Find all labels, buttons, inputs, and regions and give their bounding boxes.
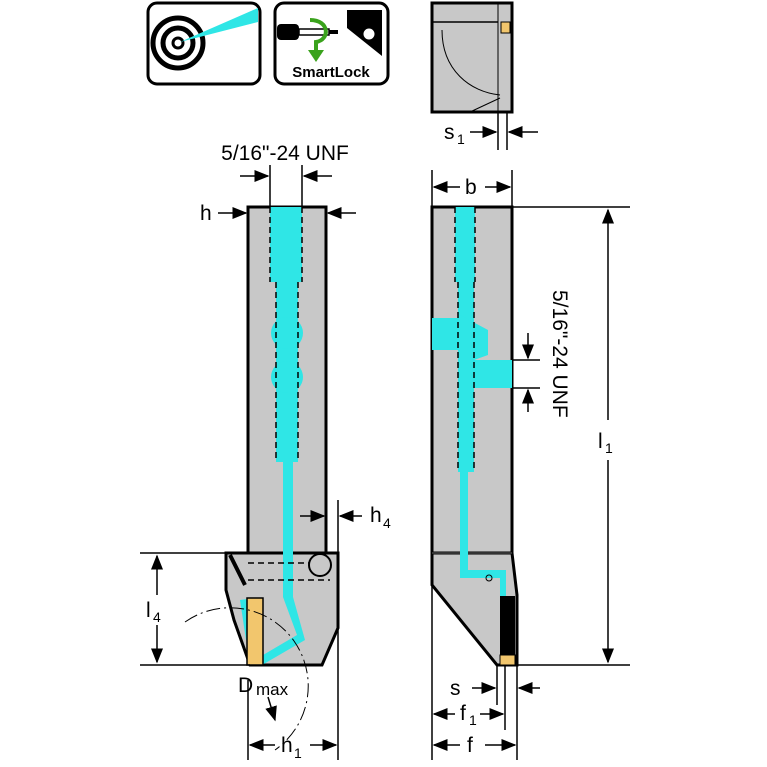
f-label: f	[467, 734, 473, 757]
l4-subscript: 4	[153, 609, 161, 625]
l1-label: l	[598, 430, 603, 453]
h1-subscript: 1	[294, 745, 302, 761]
h-label: h	[200, 202, 212, 225]
thread-spec-front: 5/16"-24 UNF	[548, 290, 571, 418]
front-view	[430, 205, 519, 667]
coolant-icon	[146, 1, 262, 86]
smartlock-label: SmartLock	[292, 64, 370, 81]
top-view	[430, 1, 514, 114]
s-label: s	[450, 677, 461, 700]
s1-label: s	[444, 121, 455, 144]
dmax-subscript: max	[256, 680, 289, 699]
f1-subscript: 1	[469, 712, 477, 728]
thread-spec-side: 5/16"-24 UNF	[221, 142, 349, 165]
s1-subscript: 1	[457, 131, 465, 147]
dmax-label: D	[238, 674, 253, 697]
side-view	[184, 205, 340, 751]
b-label: b	[465, 176, 477, 199]
smartlock-icon: SmartLock	[273, 1, 390, 86]
h1-label: h	[281, 734, 293, 757]
f1-label: f	[460, 702, 466, 725]
l4-label: l	[146, 599, 151, 622]
l1-subscript: 1	[605, 440, 613, 456]
h4-label: h	[370, 504, 382, 527]
h4-subscript: 4	[383, 515, 391, 531]
